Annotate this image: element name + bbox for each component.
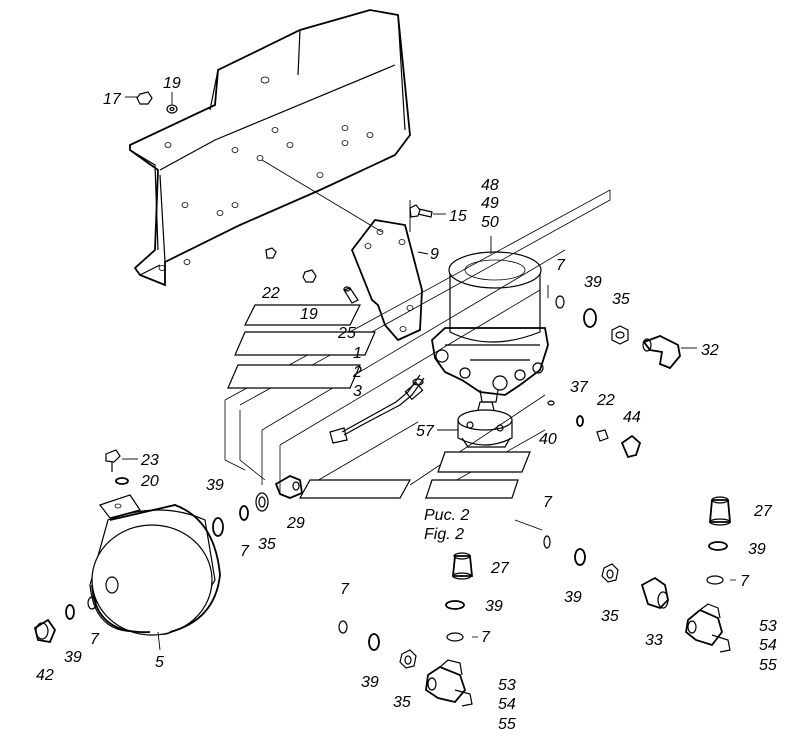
callout-7-top: 7 [556,257,566,274]
washer-7-lower [338,620,348,634]
callout-39-right: 39 [748,541,766,558]
callout-53-lower: 53 [498,677,516,694]
bolt-23 [105,449,121,472]
callout-17: 17 [103,91,122,108]
drain-plug-42 [33,618,57,644]
callout-48: 48 [481,177,499,194]
washer-19-mid [302,269,317,283]
o-ring-39-left [212,517,224,537]
washer-7-right-mid [543,535,551,549]
callout-7-left: 7 [240,543,250,560]
union-27-center [452,552,473,580]
callout-55-right: 55 [759,657,777,674]
callout-39-left: 39 [206,477,224,494]
callout-7-center: 7 [481,629,491,646]
washer-35-right-mid [601,563,619,583]
callout-22-right: 22 [596,392,615,409]
callout-23: 23 [140,452,159,469]
figure-caption-en: Fig. 2 [424,526,464,543]
callout-35-right-mid: 35 [601,608,619,625]
mounting-plate-9 [350,219,423,342]
callout-35-left: 35 [258,536,276,553]
callout-53-right: 53 [759,618,777,635]
nut-17 [136,91,153,105]
washer-7-right [706,575,724,585]
plug-22 [596,429,609,442]
union-27-right [709,496,731,526]
o-ring-39-tank [65,604,75,620]
fitting-29 [274,475,303,499]
callout-54-lower: 54 [498,696,516,713]
callout-39-lower: 39 [361,674,379,691]
callout-25: 25 [337,325,356,342]
callout-7-right: 7 [740,573,750,590]
o-ring-39-right [708,541,728,551]
bolt-15 [409,204,433,218]
callout-49: 49 [481,195,499,212]
callout-3: 3 [353,383,362,400]
callout-27-center: 27 [490,560,510,577]
callout-33: 33 [645,632,663,649]
callout-39-tank: 39 [64,649,82,666]
o-ring-39-right-mid [574,548,586,566]
o-ring-39-lower [368,633,380,651]
elbow-fitting-32 [642,335,681,370]
callout-54-right: 54 [759,637,777,654]
washer-7-left [239,505,249,521]
pressure-regulator-40-57 [457,401,513,448]
callout-7-lower: 7 [340,581,350,598]
callout-39-right-mid: 39 [564,589,582,606]
callout-2: 2 [352,364,362,381]
callout-39-center: 39 [485,598,503,615]
valve-53-right [685,603,731,653]
o-ring-39 [583,308,597,328]
washer-35-left [255,492,269,512]
callout-55-lower: 55 [498,716,516,733]
fitting-33 [640,576,669,610]
callout-37: 37 [570,379,589,396]
callout-40: 40 [539,431,557,448]
callout-20: 20 [140,473,159,490]
callout-57: 57 [416,423,435,440]
valve-53-lower [425,659,473,707]
washer-7-tank [87,596,97,610]
o-ring-39-center [445,600,465,610]
o-ring-37 [576,415,584,427]
callout-7-mid: 7 [543,494,553,511]
callout-labels: 17 19 15 9 48 49 50 7 22 19 25 1 2 3 39 … [36,75,777,733]
callout-27-right: 27 [753,503,773,520]
callout-1: 1 [353,345,362,362]
callout-7-tank: 7 [90,631,100,648]
label-bars [227,304,531,499]
callout-44: 44 [623,409,641,426]
washer-20 [115,477,129,485]
callout-42: 42 [36,667,54,684]
fitting-44 [620,434,642,459]
callout-22-top: 22 [261,285,280,302]
callout-50: 50 [481,214,499,231]
sensor-cable-3 [329,374,425,444]
callout-35-top: 35 [612,291,630,308]
frame-bracket [129,9,411,287]
callout-5: 5 [155,654,164,671]
callout-19-mid: 19 [300,306,318,323]
washer-35-right [611,325,629,345]
callout-29: 29 [286,515,305,532]
callout-9: 9 [430,246,439,263]
callout-19-top: 19 [163,75,181,92]
callout-15: 15 [449,208,467,225]
washer-7-center [446,632,464,642]
washer-19-top [166,104,178,114]
callout-39-top: 39 [584,274,602,291]
air-tank-5 [89,494,221,636]
figure-caption-ru: Рис. 2 [424,507,469,524]
callout-35-lower: 35 [393,694,411,711]
air-dryer-48-50 [431,251,549,403]
washer-35-lower [399,649,417,669]
pin-25 [343,286,359,304]
callout-32: 32 [701,342,719,359]
